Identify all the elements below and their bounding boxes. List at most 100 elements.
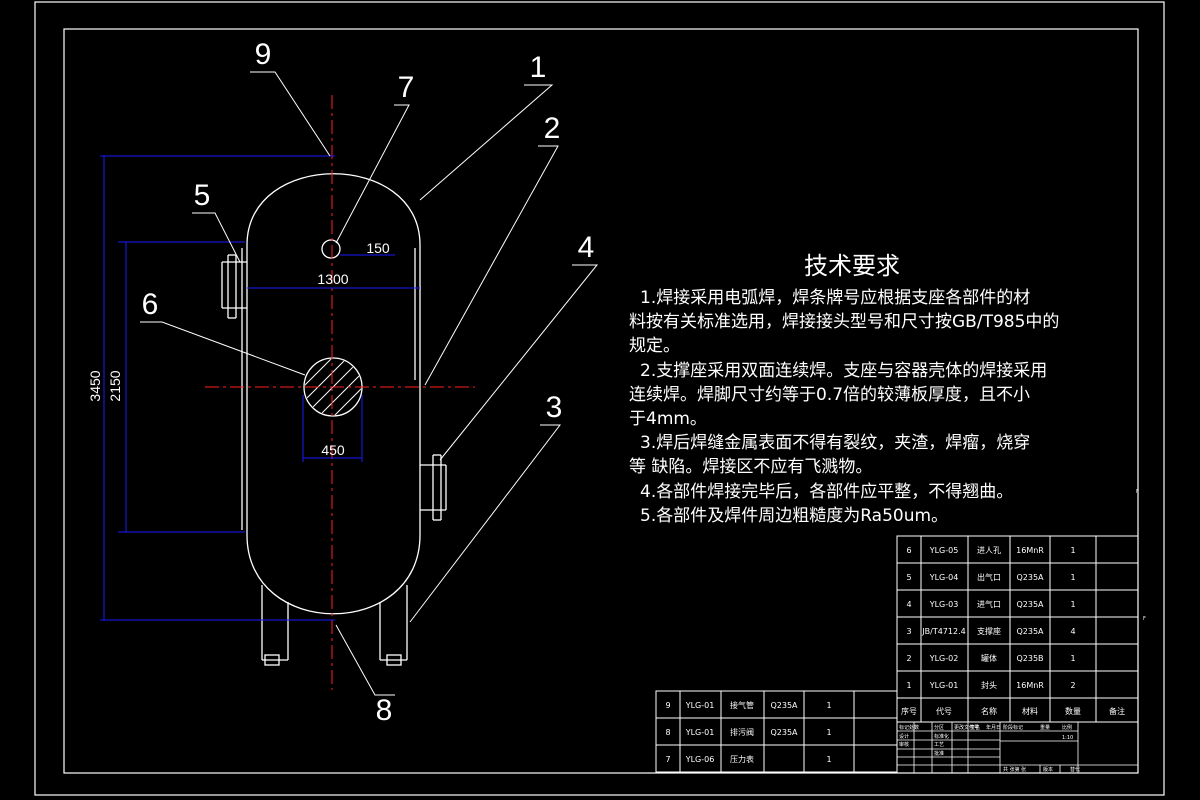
requirement-line-10: 5.各部件及焊件周边粗糙度为Ra50um。 — [640, 506, 948, 526]
cell: YLG-06 — [685, 755, 715, 764]
cell: Q235A — [770, 701, 798, 710]
cell: 1 — [1070, 573, 1075, 582]
tb-label: 更改文件号 — [954, 724, 979, 731]
tb-label: 标准化 — [934, 733, 949, 740]
cell: 1 — [826, 701, 831, 710]
callout-4: 4 — [578, 231, 595, 264]
cell: 进人孔 — [977, 546, 1001, 555]
cell: YLG-05 — [929, 546, 959, 555]
callout-3: 3 — [546, 391, 563, 424]
cell: 1 — [1070, 600, 1075, 609]
cell: Q235A — [1016, 627, 1044, 636]
tb-label: 标记处数 — [899, 724, 919, 731]
cell: 2 — [1070, 681, 1075, 690]
cell: 2 — [906, 654, 911, 663]
cell: 1 — [1070, 654, 1075, 663]
tb-label: 替代 — [1070, 766, 1080, 773]
parts-row: 9 YLG-01 接气管 Q235A 1 — [665, 700, 831, 710]
cell: 出气口 — [977, 572, 1001, 582]
cell: 9 — [665, 701, 670, 710]
tb-label: 共 张第 张 — [1003, 766, 1026, 773]
cell: YLG-01 — [929, 681, 959, 690]
callout-5: 5 — [194, 179, 211, 212]
pressure-gauge-port — [321, 239, 341, 259]
dim-inner-height: 2150 — [107, 370, 123, 401]
cell: Q235A — [1016, 573, 1044, 582]
cell: 1 — [906, 681, 911, 690]
callout-9: 9 — [255, 38, 272, 71]
cell: 8 — [665, 728, 670, 737]
requirement-line-1: 1.焊接采用电弧焊，焊条牌号应根据支座各部件的材 — [640, 288, 1030, 308]
tb-label: 设计 — [899, 733, 909, 740]
dim-pipe: 150 — [366, 240, 390, 256]
tb-label: 重量 — [1040, 724, 1050, 731]
cell: 4 — [1070, 627, 1075, 636]
callout-7: 7 — [398, 71, 415, 104]
callout-6: 6 — [142, 288, 159, 321]
header-cell: 材料 — [1022, 706, 1038, 716]
cell: 排污阀 — [730, 727, 754, 737]
tb-label: 工艺 — [934, 742, 944, 748]
dim-diameter: 1300 — [317, 271, 348, 287]
cell: YLG-04 — [929, 573, 959, 582]
dim-overall-height: 3450 — [87, 370, 103, 401]
parts-row: 1 YLG-01 封头 16MnR 2 — [906, 680, 1075, 690]
dim-manhole: 450 — [321, 442, 345, 458]
parts-row: 4 YLG-03 进气口 Q235A 1 — [906, 599, 1075, 609]
cell: Q235A — [1016, 600, 1044, 609]
support-leg-left — [261, 585, 289, 666]
requirement-line-9: 4.各部件焊接完毕后，各部件应平整，不得翘曲。 — [640, 482, 1013, 502]
callout-labels: 9 7 1 2 4 3 5 6 8 — [142, 38, 595, 727]
parts-row: 5 YLG-04 出气口 Q235A 1 — [906, 572, 1075, 582]
requirement-line-5: 连续焊。焊脚尺寸约等于0.7倍的较薄板厚度，且不小 — [629, 385, 1030, 405]
cell: YLG-02 — [929, 654, 959, 663]
parts-row: 8 YLG-01 排污阀 Q235A 1 — [665, 727, 831, 737]
cell: YLG-03 — [929, 600, 959, 609]
cell: 1 — [1070, 546, 1075, 555]
parts-header-row: 序号 代号 名称 材料 数量 备注 — [901, 706, 1125, 716]
header-cell: 序号 — [901, 706, 917, 716]
outlet-nozzle — [221, 254, 247, 319]
parts-table-left-grid — [655, 690, 898, 773]
cell: Q235B — [1016, 654, 1043, 663]
tb-label: 审核 — [899, 741, 909, 748]
tb-label: 签名 — [970, 724, 980, 731]
tb-label: 批准 — [934, 750, 944, 757]
tb-label: 比例 — [1062, 724, 1072, 731]
cell: 5 — [906, 573, 911, 582]
title-block-grid — [896, 721, 1139, 774]
title-block: 标记处数 分区 更改文件号 签名 年月日 设计 标准化 审核 工艺 批准 阶段标… — [899, 724, 1080, 773]
parts-row: 3 JB/T4712.4 支撑座 Q235A 4 — [906, 626, 1075, 636]
cell: 16MnR — [1016, 546, 1044, 555]
requirement-line-7: 3.焊后焊缝金属表面不得有裂纹，夹渣，焊瘤，烧穿 — [640, 433, 1030, 453]
parts-row: 2 YLG-02 罐体 Q235B 1 — [906, 653, 1075, 663]
inner-border — [63, 28, 1139, 774]
dimension-lines — [100, 155, 420, 621]
cell: 1 — [826, 755, 831, 764]
callout-8: 8 — [376, 694, 393, 727]
manhole-hatch — [305, 359, 361, 415]
cell: 罐体 — [981, 653, 997, 663]
tb-label: 年月日 — [986, 724, 1001, 731]
tb-label: 版本 — [1043, 766, 1053, 773]
cell: 16MnR — [1016, 681, 1044, 690]
leader-lines — [140, 71, 599, 696]
cell: YLG-01 — [685, 701, 715, 710]
cell: 6 — [906, 546, 911, 555]
cell: 支撑座 — [977, 626, 1001, 636]
outer-border — [34, 1, 1165, 796]
header-cell: 名称 — [981, 706, 997, 716]
header-cell: 数量 — [1065, 706, 1081, 716]
requirement-line-6: 于4mm。 — [629, 409, 707, 429]
cell: 7 — [665, 755, 670, 764]
tb-label: 分区 — [934, 724, 944, 731]
parts-table-left: 9 YLG-01 接气管 Q235A 1 8 YLG-01 排污阀 Q235A … — [665, 700, 831, 764]
cell: 3 — [906, 627, 911, 636]
cell: 压力表 — [730, 754, 754, 764]
technical-requirements: 技术要求 1.焊接采用电弧焊，焊条牌号应根据支座各部件的材 料按有关标准选用，焊… — [629, 252, 1059, 526]
header-cell: 备注 — [1109, 706, 1125, 716]
parts-row: 7 YLG-06 压力表 1 — [665, 754, 831, 764]
margin-mark-2: F — [1143, 616, 1146, 622]
centerlines — [205, 95, 475, 690]
